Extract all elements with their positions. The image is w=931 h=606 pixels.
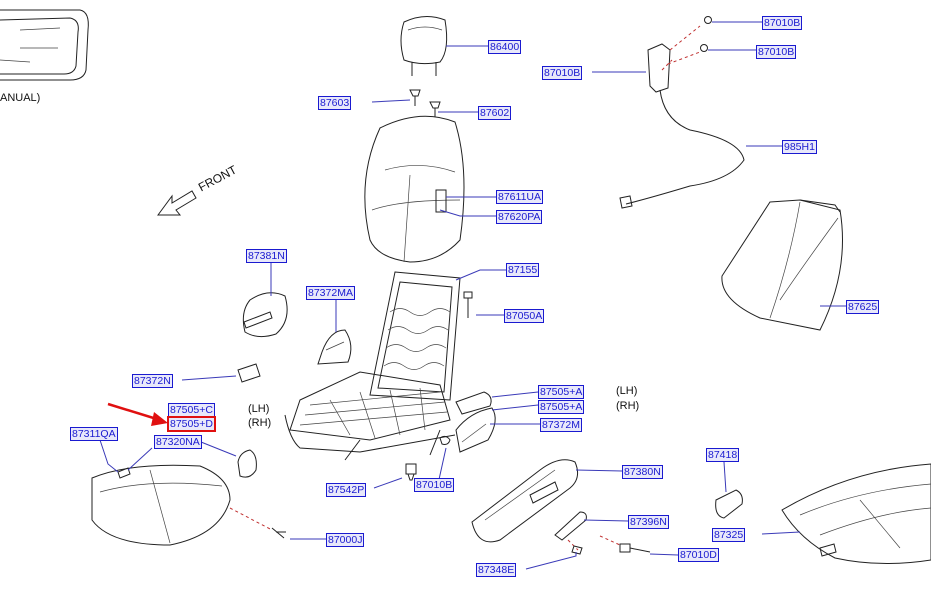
side-finisher-87380n-illustration	[471, 459, 579, 543]
seat-back-cushion-illustration	[364, 115, 465, 263]
seatback-board-87625-illustration	[721, 199, 843, 331]
part-label-87505c[interactable]: 87505+C	[168, 403, 215, 417]
leader-lines	[99, 21, 846, 570]
part-label-87602[interactable]: 87602	[478, 106, 512, 120]
bottom-fasteners	[405, 435, 451, 481]
part-label-87620pa[interactable]: 87620PA	[496, 210, 543, 224]
lever-87396n-illustration	[554, 511, 587, 555]
part-label-86400[interactable]: 86400	[488, 40, 522, 54]
side-shield-87381n-illustration	[242, 292, 288, 338]
part-label-87050a[interactable]: 87050A	[504, 309, 545, 323]
part-label-87010b-bottom[interactable]: 87010B	[414, 478, 455, 492]
headrest-illustration	[400, 16, 448, 76]
part-label-87000j[interactable]: 87000J	[326, 533, 365, 547]
part-label-87381n[interactable]: 87381N	[246, 249, 287, 263]
part-label-87010b-top1[interactable]: 87010B	[762, 16, 803, 30]
part-label-87010d[interactable]: 87010D	[678, 548, 719, 562]
seat-cushion-illustration	[91, 464, 286, 546]
knob-87418-illustration	[715, 489, 743, 519]
seat-pad-87325-illustration	[781, 463, 931, 565]
part-label-985h1[interactable]: 985H1	[782, 140, 817, 154]
bolt-87050a	[463, 291, 473, 318]
lh-caption-right: (LH)	[616, 385, 638, 397]
rh-caption-left: (RH)	[248, 417, 272, 429]
part-label-87542p[interactable]: 87542P	[326, 483, 367, 497]
manual-caption: ANUAL)	[0, 92, 41, 104]
part-label-87611ua[interactable]: 87611UA	[496, 190, 544, 204]
part-label-87325[interactable]: 87325	[712, 528, 746, 542]
part-label-87010b-left[interactable]: 87010B	[542, 66, 583, 80]
part-label-87155[interactable]: 87155	[506, 263, 540, 277]
part-label-87311qa[interactable]: 87311QA	[70, 427, 118, 441]
knob-87372n-illustration	[237, 363, 261, 383]
part-label-87505a-1[interactable]: 87505+A	[538, 385, 585, 399]
part-label-87505a-2[interactable]: 87505+A	[538, 400, 585, 414]
bracket-87372ma-illustration	[317, 329, 352, 365]
bolt-87010d	[599, 535, 651, 553]
red-pointer-arrow-icon	[107, 402, 168, 426]
part-label-87418[interactable]: 87418	[706, 448, 740, 462]
part-label-87603[interactable]: 87603	[318, 96, 352, 110]
part-label-87372n[interactable]: 87372N	[132, 374, 173, 388]
rh-caption-right: (RH)	[616, 400, 640, 412]
part-label-87505d[interactable]: 87505+D	[167, 416, 216, 432]
part-label-87625[interactable]: 87625	[846, 300, 880, 314]
small-cover-87505cd-illustration	[237, 449, 257, 478]
right-covers-illustration	[455, 391, 496, 453]
part-label-87380n[interactable]: 87380N	[622, 465, 663, 479]
part-label-87372m[interactable]: 87372M	[540, 418, 582, 432]
part-label-87396n[interactable]: 87396N	[628, 515, 669, 529]
part-label-87348e[interactable]: 87348E	[476, 563, 517, 577]
front-arrow-icon	[157, 190, 197, 216]
manual-seat-illustration	[0, 9, 89, 81]
part-label-87010b-top2[interactable]: 87010B	[756, 45, 797, 59]
seat-frame-illustration	[284, 271, 461, 461]
headrest-guides	[409, 89, 441, 118]
part-label-87372ma[interactable]: 87372MA	[306, 286, 355, 300]
part-label-87320na[interactable]: 87320NA	[154, 435, 202, 449]
wire-harness-985h1-illustration	[619, 16, 745, 209]
lh-caption-left: (LH)	[248, 403, 270, 415]
